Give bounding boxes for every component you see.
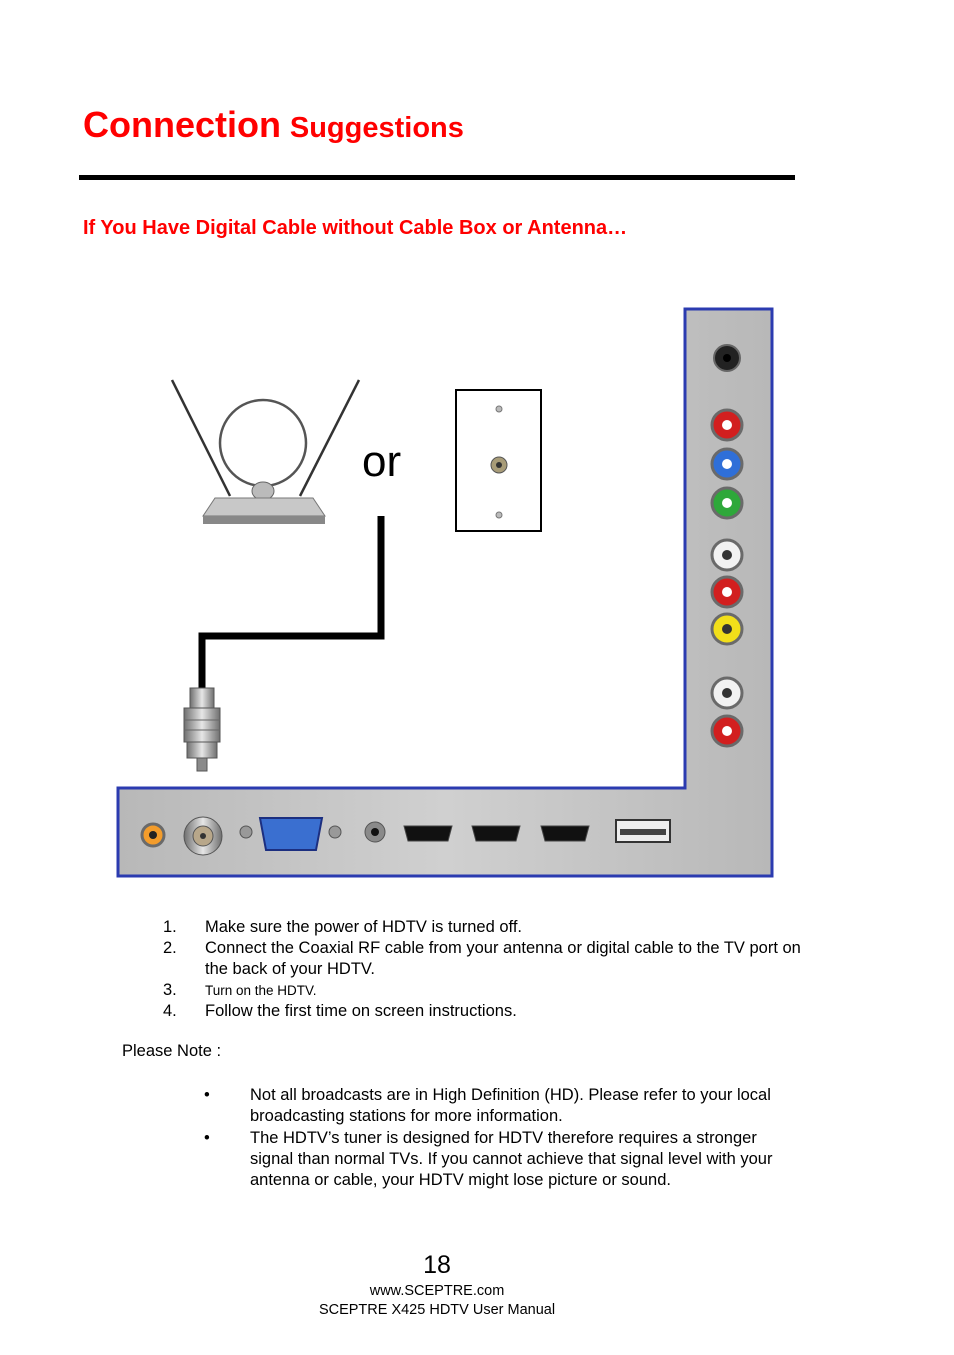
section-subtitle: If You Have Digital Cable without Cable … — [83, 217, 628, 239]
bullet-icon: • — [204, 1086, 210, 1104]
footer-website: www.SCEPTRE.com — [369, 1283, 505, 1299]
notes-list: • Not all broadcasts are in High Definiti… — [200, 1085, 800, 1192]
footer-manual-title: SCEPTRE X425 HDTV User Manual — [318, 1302, 556, 1318]
list-item: 1. Make sure the power of HDTV is turned … — [163, 917, 803, 938]
step-text: Follow the first time on screen instruct… — [205, 1002, 517, 1020]
page-number: 18 — [423, 1251, 451, 1279]
list-item: • The HDTV’s tuner is designed for HDTV t… — [200, 1128, 800, 1191]
step-number: 1. — [163, 918, 177, 936]
list-item: 2. Connect the Coaxial RF cable from your… — [163, 938, 803, 980]
step-text: Turn on the HDTV. — [205, 983, 317, 998]
list-item: 3. Turn on the HDTV. — [163, 980, 803, 1001]
antenna-icon — [170, 379, 361, 524]
wall-outlet-icon — [455, 389, 542, 532]
step-number: 3. — [163, 981, 177, 999]
list-item: • Not all broadcasts are in High Definiti… — [200, 1085, 800, 1127]
title-divider — [79, 175, 795, 180]
coax-connector-icon — [183, 687, 221, 772]
or-label: or — [362, 437, 401, 486]
note-label: Please Note : — [122, 1042, 222, 1060]
side-jacks — [710, 344, 744, 748]
bottom-jacks — [140, 816, 671, 856]
coax-cable — [198, 516, 385, 695]
step-number: 4. — [163, 1002, 177, 1020]
bullet-icon: • — [204, 1129, 210, 1147]
steps-list: 1. Make sure the power of HDTV is turned … — [163, 917, 803, 1022]
tv-rear-panel — [116, 307, 774, 878]
tv-antenna-port — [183, 816, 223, 856]
note-text: The HDTV’s tuner is designed for HDTV th… — [250, 1129, 773, 1189]
title-word-suggestions: Suggestions — [289, 112, 464, 144]
page-title: Connection Suggestions — [83, 104, 464, 146]
step-number: 2. — [163, 939, 177, 957]
step-text: Connect the Coaxial RF cable from your a… — [205, 939, 801, 978]
list-item: 4. Follow the first time on screen instru… — [163, 1001, 803, 1022]
title-word-connection: Connection — [83, 104, 281, 145]
step-text: Make sure the power of HDTV is turned of… — [205, 918, 523, 936]
note-text: Not all broadcasts are in High Definitio… — [250, 1086, 771, 1125]
